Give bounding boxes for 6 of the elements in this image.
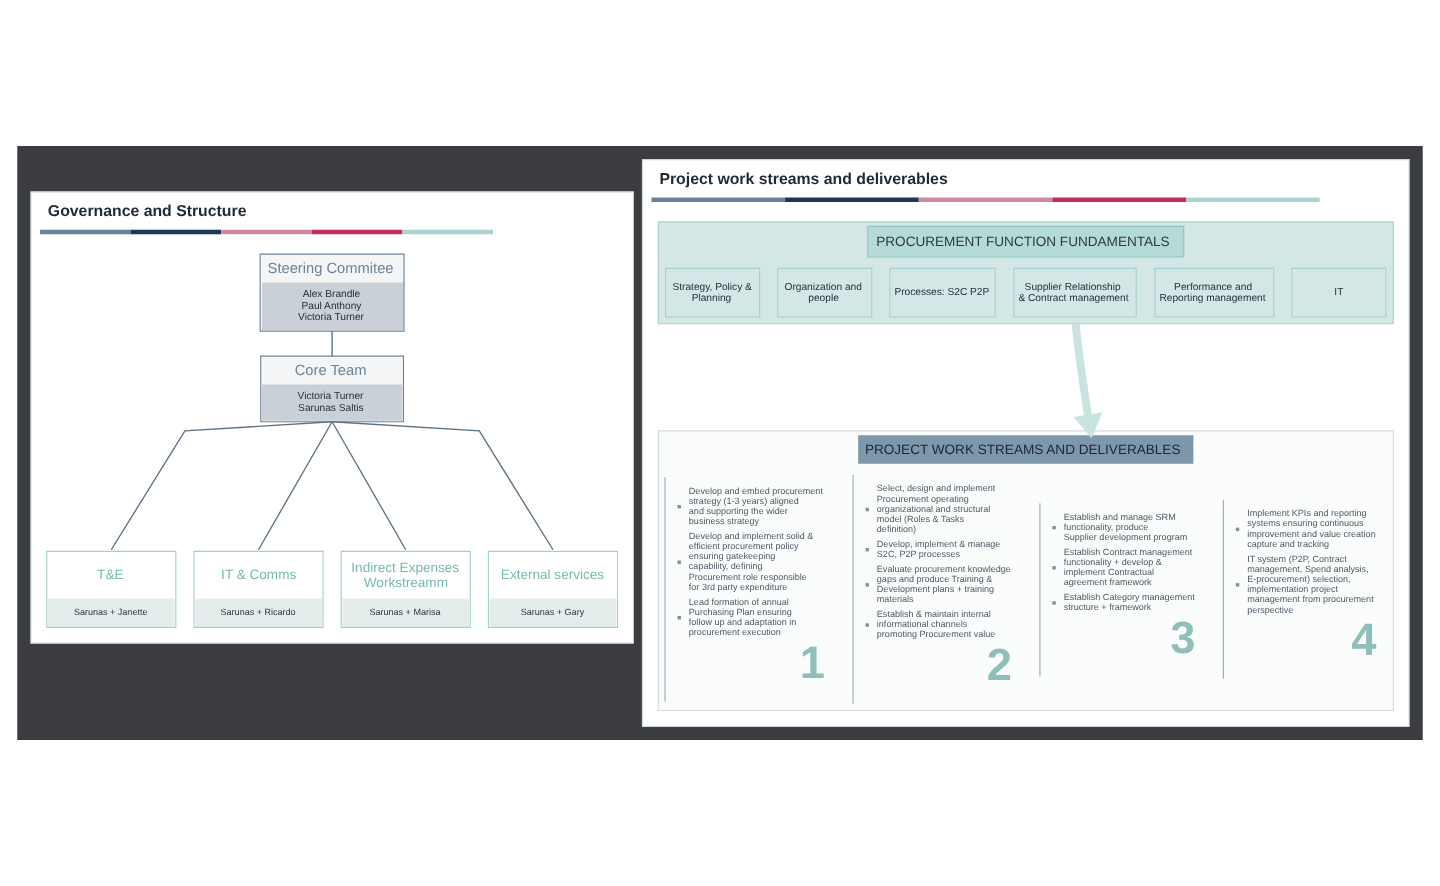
connector <box>110 421 333 551</box>
connector <box>257 421 333 551</box>
connector <box>331 421 407 551</box>
connector <box>331 421 554 551</box>
arrow <box>1071 323 1103 439</box>
connector <box>331 330 333 357</box>
